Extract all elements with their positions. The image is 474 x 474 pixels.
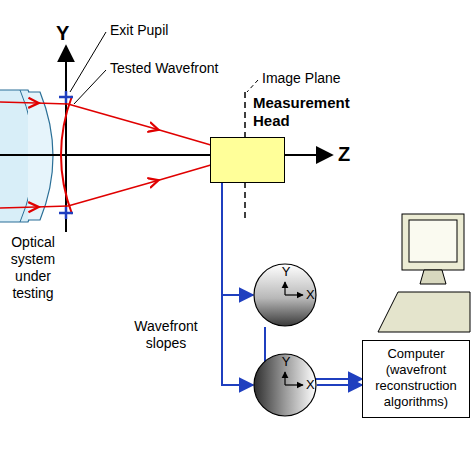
axis-letter: Y: [280, 264, 292, 279]
measurement-head: Measurement Head: [210, 137, 285, 183]
diagram-label: Wavefront slopes: [118, 318, 214, 352]
slope-map: YX: [253, 263, 317, 327]
node-heading: Measurement Head: [253, 94, 365, 130]
diagram-label: Z: [338, 143, 358, 165]
slope-map: YX: [253, 353, 317, 417]
signal-arrow: [317, 384, 362, 386]
diagram-label: Y: [56, 22, 76, 44]
diagram-label: Tested Wavefront: [110, 60, 240, 77]
process-box: Computer (wavefront reconstruction algor…: [362, 340, 470, 418]
diagram-label: Exit Pupil: [110, 22, 220, 39]
tested-wavefront: [61, 96, 72, 214]
box-text: Computer (wavefront reconstruction algor…: [367, 346, 465, 410]
light-rays: [0, 102, 245, 208]
diagram-label: Optical system under testing: [2, 234, 64, 302]
leader-lines: [70, 32, 258, 104]
axis-letter: Y: [280, 354, 292, 369]
exit-pupil-marks: [59, 91, 73, 219]
y-axis: [65, 46, 67, 232]
signal-arrow: [222, 183, 253, 295]
axis-letter: X: [306, 287, 318, 302]
computer-icon: [378, 214, 470, 332]
axis-letter: X: [306, 377, 318, 392]
signal-arrow: [222, 183, 253, 385]
diagram-label: Image Plane: [262, 70, 362, 87]
